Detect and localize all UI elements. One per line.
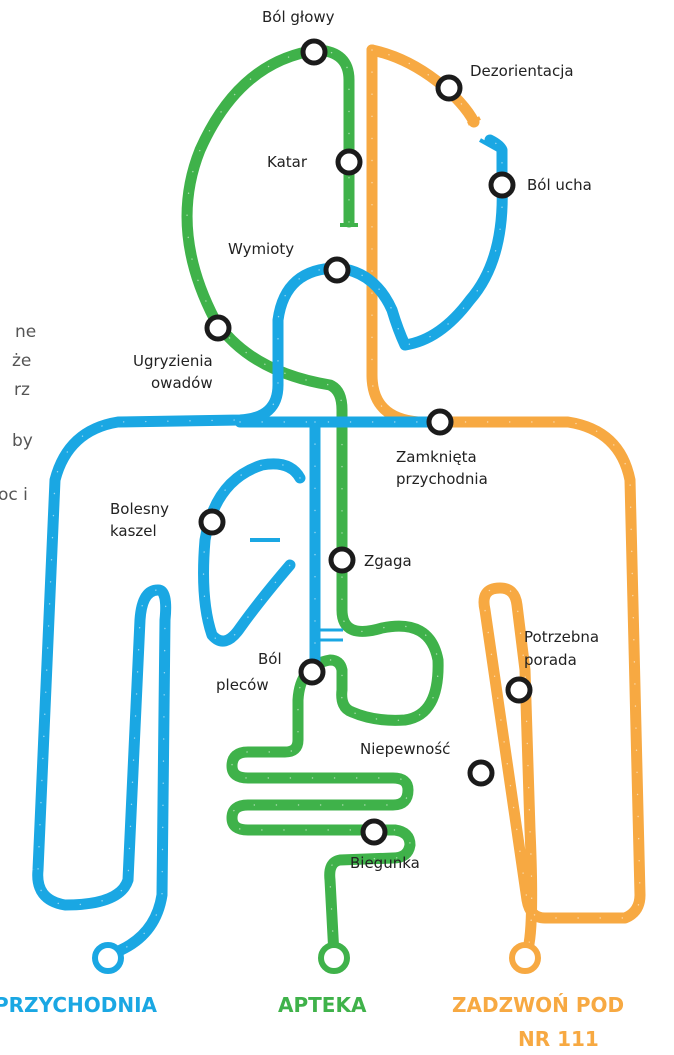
legend-zadzwon-1: ZADZWOŃ POD bbox=[452, 993, 624, 1017]
label-bol-glowy: Ból głowy bbox=[262, 8, 335, 26]
zadzwon-terminal-icon bbox=[509, 942, 541, 974]
blue-line bbox=[32, 134, 508, 961]
label-wymioty: Wymioty bbox=[228, 240, 294, 258]
label-bol-plecow-1: Ból bbox=[258, 650, 282, 668]
station-bolesny-kaszel-icon bbox=[198, 508, 226, 536]
side-text-line-4b: by bbox=[12, 431, 33, 451]
side-text-line-2: że bbox=[12, 351, 31, 371]
side-text-line-1: ne bbox=[15, 322, 36, 342]
label-bol-plecow-2: pleców bbox=[216, 676, 269, 694]
label-biegunka: Biegunka bbox=[350, 854, 420, 872]
blue-terminus-bar bbox=[479, 138, 499, 152]
label-dezorientacja: Dezorientacja bbox=[470, 62, 574, 80]
station-bol-ucha-icon bbox=[488, 171, 516, 199]
przychodnia-terminal-icon bbox=[92, 942, 124, 974]
legend-apteka: APTEKA bbox=[278, 993, 367, 1017]
side-text-line-3: rz bbox=[14, 380, 30, 400]
station-zamknieta-icon bbox=[426, 408, 454, 436]
station-niepewnosc-icon bbox=[467, 759, 495, 787]
station-bol-plecow-icon bbox=[298, 658, 326, 686]
label-bolesny-2: kaszel bbox=[110, 522, 157, 540]
legend-zadzwon-2: NR 111 bbox=[518, 1027, 599, 1051]
legend: PRZYCHODNIA APTEKA ZADZWOŃ POD NR 111 bbox=[0, 993, 624, 1051]
station-ugryzienia-icon bbox=[204, 314, 232, 342]
label-ugryzienia-2: owadów bbox=[151, 374, 213, 392]
label-katar: Katar bbox=[267, 153, 308, 171]
side-text-line-5: oc i bbox=[0, 485, 28, 505]
legend-przychodnia: PRZYCHODNIA bbox=[0, 993, 158, 1017]
orange-line bbox=[366, 44, 646, 961]
label-bol-ucha: Ból ucha bbox=[527, 176, 592, 194]
label-potrzebna-1: Potrzebna bbox=[524, 628, 599, 646]
route-dot-texture bbox=[202, 421, 316, 673]
cropped-side-text: ne że rz by oc i bbox=[0, 322, 36, 505]
label-zamknieta-1: Zamknięta bbox=[396, 448, 477, 466]
label-niepewnosc: Niepewność bbox=[360, 740, 450, 758]
orange-terminus-bar bbox=[467, 116, 481, 126]
label-potrzebna-2: porada bbox=[524, 651, 577, 669]
stations bbox=[198, 38, 533, 846]
station-biegunka-icon bbox=[360, 818, 388, 846]
station-zgaga-icon bbox=[328, 546, 356, 574]
label-zgaga: Zgaga bbox=[364, 552, 412, 570]
blue-route-lungs bbox=[198, 416, 321, 678]
line-terminals bbox=[92, 942, 541, 974]
station-katar-icon bbox=[335, 148, 363, 176]
station-potrzebna-porada-icon bbox=[505, 676, 533, 704]
label-zamknieta-2: przychodnia bbox=[396, 470, 488, 488]
station-labels: Ból głowy Dezorientacja Katar Ból ucha W… bbox=[110, 8, 599, 872]
label-bolesny-1: Bolesny bbox=[110, 500, 169, 518]
apteka-terminal-icon bbox=[318, 942, 350, 974]
station-dezorientacja-icon bbox=[435, 74, 463, 102]
label-ugryzienia-1: Ugryzienia bbox=[133, 352, 213, 370]
station-bol-glowy-icon bbox=[300, 38, 328, 66]
station-wymioty-icon bbox=[323, 256, 351, 284]
